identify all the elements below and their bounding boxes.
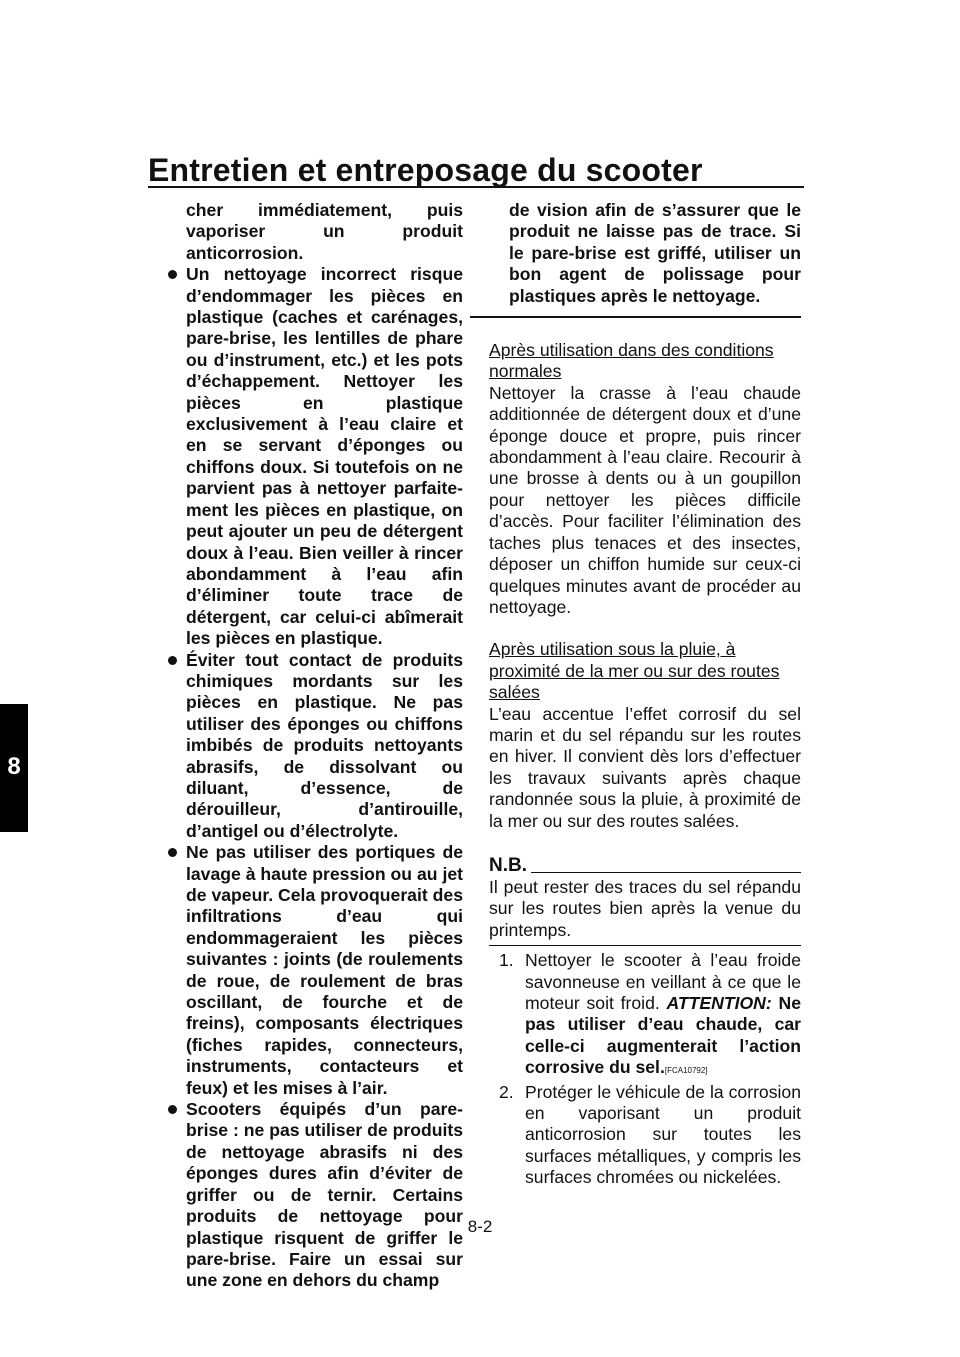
section-text: L’eau accentue l’effet corrosif du sel m… bbox=[489, 703, 801, 831]
steps-list: 1. Nettoyer le scooter à l’eau froide sa… bbox=[489, 950, 801, 1188]
warning-continuation: de vision afin de s’assurer que le produ… bbox=[470, 200, 801, 319]
left-column: cher immédiatement, puis vapori­ser un p… bbox=[166, 200, 463, 1292]
step-item: 1. Nettoyer le scooter à l’eau froide sa… bbox=[489, 950, 801, 1081]
section-heading: Après utilisation dans des conditions no… bbox=[489, 340, 774, 382]
paragraph-gap bbox=[489, 618, 801, 639]
note-label: N.B. bbox=[489, 854, 527, 876]
note-header: N.B. bbox=[489, 855, 801, 877]
reference-code: [FCA10792] bbox=[664, 1066, 708, 1076]
attention-label: ATTENTION: bbox=[666, 993, 779, 1013]
paragraph-gap bbox=[489, 832, 801, 853]
warning-bullet: Éviter tout contact de produits chimique… bbox=[166, 650, 463, 843]
chapter-tab-number: 8 bbox=[7, 753, 21, 780]
step-text: Nettoyer le scooter à l’eau froide sa­vo… bbox=[525, 950, 801, 1013]
section-heading: Après utilisation sous la pluie, à proxi… bbox=[489, 639, 780, 703]
step-number: 2. bbox=[499, 1081, 514, 1102]
warning-bullet: Scooters équipés d’un pare-brise : ne pa… bbox=[166, 1099, 463, 1292]
step-text: Protéger le véhicule de la corrosion en … bbox=[525, 1081, 801, 1188]
warning-bullet: Un nettoyage incorrect risque d’en­domma… bbox=[166, 264, 463, 649]
page-title: Entretien et entreposage du scooter bbox=[148, 152, 703, 188]
step-item: 2. Protéger le véhicule de la corrosion … bbox=[489, 1082, 801, 1189]
note-text: Il peut rester des traces du sel répandu… bbox=[489, 877, 801, 947]
section-text: Nettoyer la crasse à l’eau chaude additi… bbox=[489, 382, 801, 617]
title-divider bbox=[148, 186, 804, 188]
warning-intro: cher immédiatement, puis vapori­ser un p… bbox=[186, 200, 463, 263]
warning-bullet: Ne pas utiliser des portiques de la­vage… bbox=[166, 842, 463, 1099]
attention-text: Ne pas utiliser d’eau chaude, car celle-… bbox=[525, 993, 802, 1078]
step-number: 1. bbox=[499, 950, 514, 971]
note-rule bbox=[531, 871, 801, 873]
page-number: 8-2 bbox=[467, 1217, 493, 1236]
chapter-tab: 8 bbox=[0, 704, 28, 832]
right-column: de vision afin de s’assurer que le produ… bbox=[470, 200, 801, 1189]
